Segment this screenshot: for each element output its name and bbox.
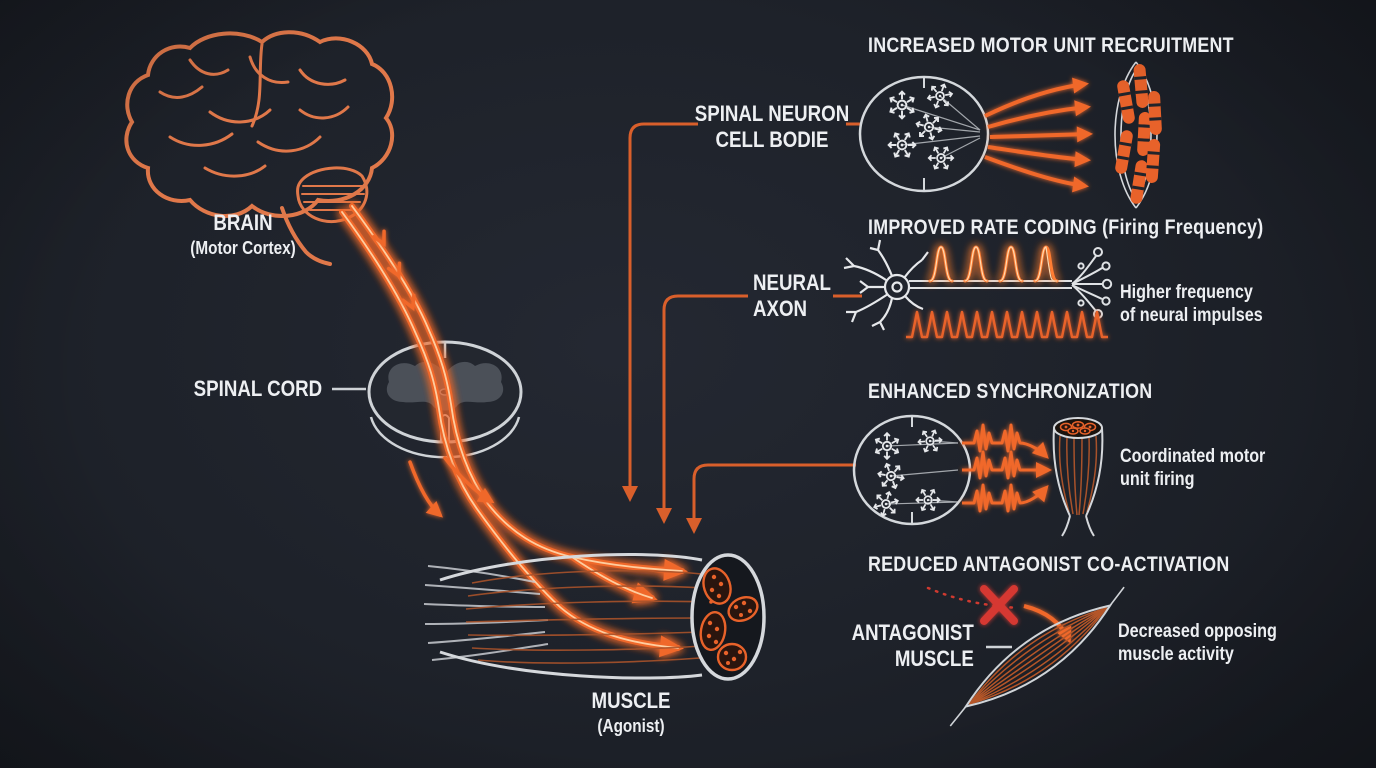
panel-title-antagonist: REDUCED ANTAGONIST CO-ACTIVATION xyxy=(868,553,1230,576)
recruitment-panel-graphic xyxy=(858,61,1164,209)
muscle-cross-section xyxy=(690,553,766,681)
motor-neuron-icon xyxy=(911,483,945,517)
cerebellum xyxy=(296,166,369,224)
red-x-icon xyxy=(980,585,1018,625)
tract-curved-arrows xyxy=(408,456,495,518)
fascicle-dots xyxy=(706,574,753,665)
rate-coding-note: Higher frequency of neural impulses xyxy=(1120,281,1263,327)
chevron-arrows xyxy=(371,229,416,312)
panel-title-synchronization: ENHANCED SYNCHRONIZATION xyxy=(868,380,1153,403)
inhibition-dashed-line xyxy=(926,586,1020,610)
synchronization-note-line1: Coordinated motor xyxy=(1120,446,1266,467)
motor-neuron-icon xyxy=(883,125,921,165)
sync-signal-lines xyxy=(962,423,1052,513)
impulse-waveform xyxy=(906,310,1108,339)
neural-axon-callout-line1: NEURAL xyxy=(753,270,831,295)
brain-illustration xyxy=(124,30,395,266)
spinal-neuron-callout: SPINAL NEURON CELL BODIE xyxy=(695,101,849,153)
neural-axon-callout-line2: AXON xyxy=(753,296,808,321)
sync-muscle xyxy=(1052,417,1104,537)
muscle-outline xyxy=(439,553,703,680)
agonist-muscle xyxy=(423,553,766,681)
brain-label: BRAIN (Motor Cortex) xyxy=(190,210,295,260)
motor-neuron-icon xyxy=(887,90,917,120)
rate-coding-note-line2: of neural impulses xyxy=(1120,305,1263,326)
antagonist-panel-graphic xyxy=(926,585,1125,727)
brain-label-line1: BRAIN xyxy=(213,210,273,235)
panel-title-recruitment: INCREASED MOTOR UNIT RECRUITMENT xyxy=(868,34,1234,57)
muscle-fiber-bundle xyxy=(1112,61,1164,209)
neural-axon-connector xyxy=(656,294,748,524)
motor-neuron-icon xyxy=(923,79,957,113)
antagonist-muscle-label: ANTAGONIST MUSCLE xyxy=(852,620,974,672)
synchronization-panel-graphic xyxy=(852,414,1104,537)
corticospinal-tract xyxy=(339,203,688,658)
rate-coding-note-line1: Higher frequency xyxy=(1120,282,1253,303)
spinal-cord-label: SPINAL CORD xyxy=(193,376,322,401)
antagonist-note-line2: muscle activity xyxy=(1118,644,1234,665)
rate-coding-panel-graphic xyxy=(843,239,1113,339)
synchronization-connector xyxy=(686,463,856,534)
antagonist-muscle-illustration xyxy=(949,586,1125,727)
label-dashes xyxy=(332,387,1012,649)
synchronization-note: Coordinated motor unit firing xyxy=(1120,445,1265,491)
motor-neuron-icon xyxy=(870,488,902,520)
axon-terminal xyxy=(1071,247,1113,319)
rate-coding-neuron xyxy=(843,239,929,331)
synchronization-note-line2: unit firing xyxy=(1120,469,1195,490)
callout-connectors xyxy=(622,122,862,534)
motor-neuron-icon xyxy=(913,424,947,458)
action-potential-spikes xyxy=(928,245,1059,283)
muscle-label-line2: (Agonist) xyxy=(597,716,665,736)
spinal-neuron-callout-line1: SPINAL NEURON xyxy=(694,101,850,126)
spinal-neuron-connector xyxy=(622,122,698,502)
antagonist-muscle-label-line2: MUSCLE xyxy=(895,646,974,671)
neural-axon-callout: NEURAL AXON xyxy=(753,270,831,322)
muscle-label-line1: MUSCLE xyxy=(591,688,671,713)
antagonist-muscle-label-line1: ANTAGONIST xyxy=(851,620,974,645)
antagonist-note: Decreased opposing muscle activity xyxy=(1118,620,1277,666)
motor-neuron-icon xyxy=(912,110,946,144)
muscle-fibers xyxy=(465,569,706,664)
antagonist-note-line1: Decreased opposing xyxy=(1118,621,1277,642)
recruitment-arrows xyxy=(984,77,1093,193)
brainstem xyxy=(280,206,332,266)
recruitment-spinal-section xyxy=(858,75,990,193)
brain-label-line2: (Motor Cortex) xyxy=(190,238,296,258)
panel-title-rate-coding: IMPROVED RATE CODING (Firing Frequency) xyxy=(868,216,1264,239)
recruitment-neuron-axons xyxy=(901,95,981,159)
motor-neuron-icon xyxy=(873,458,909,494)
spinal-neuron-callout-line2: CELL BODIE xyxy=(715,127,829,152)
motor-neuron-icon xyxy=(923,140,959,176)
neural-axon-line xyxy=(909,280,1072,289)
muscle-label: MUSCLE (Agonist) xyxy=(592,688,671,738)
